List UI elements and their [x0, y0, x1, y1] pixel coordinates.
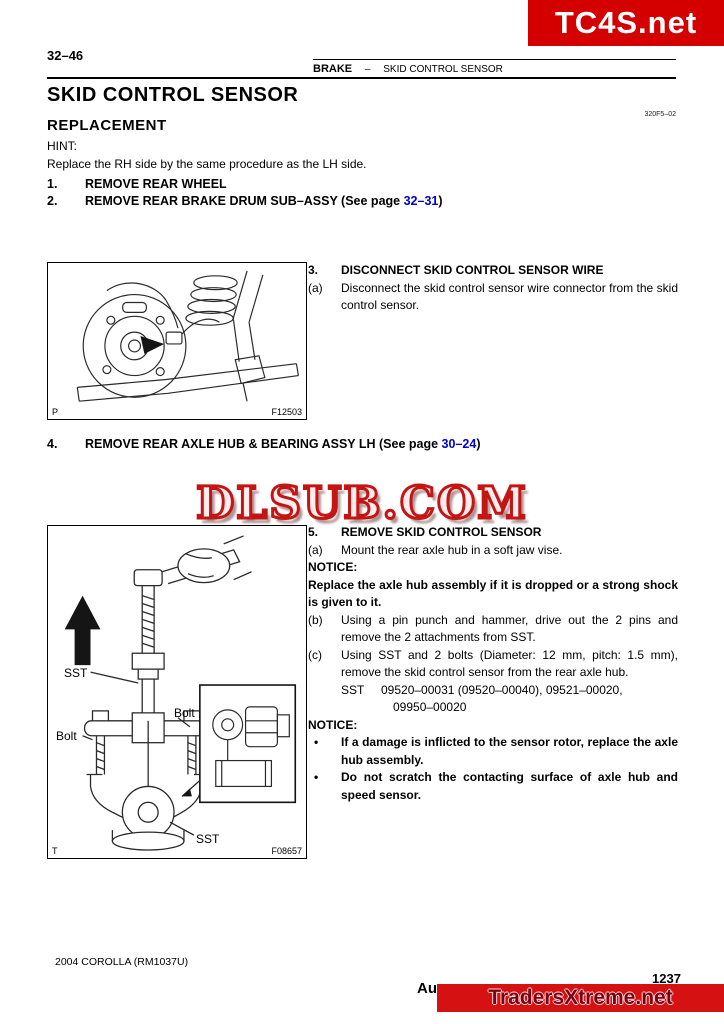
step-3a-label: (a) — [308, 280, 323, 295]
step-1-number: 1. — [47, 177, 58, 191]
figure2-label-sst-top: SST — [64, 666, 88, 680]
bottom-watermark-text: TradersXtreme.net — [488, 986, 673, 1009]
step-2-title: REMOVE REAR BRAKE DRUM SUB–ASSY (See pag… — [85, 194, 443, 208]
bullet-icon: • — [314, 735, 319, 749]
figure1-corner-label: P — [52, 407, 59, 417]
step-2-title-close: ) — [438, 194, 443, 208]
sst-codes-row: SST 09520–00031 (09520–00040), 09521–000… — [308, 682, 678, 700]
pointer-arrow-icon — [140, 336, 165, 354]
figure2-label-bolt-left: Bolt — [56, 729, 77, 743]
step-2-page-link[interactable]: 32–31 — [403, 194, 439, 208]
step-1-title: REMOVE REAR WHEEL — [85, 177, 227, 191]
step-5a-text: Mount the rear axle hub in a soft jaw vi… — [341, 542, 563, 557]
step-5: 5. REMOVE SKID CONTROL SENSOR — [308, 524, 678, 542]
header-subsection: SKID CONTROL SENSOR — [383, 64, 503, 75]
figure2-corner-label: T — [52, 846, 58, 856]
step-5b-label: (b) — [308, 612, 323, 627]
bottom-watermark-banner: TradersXtreme.net — [437, 984, 724, 1012]
sst-codes-line2: 09950–00020 — [393, 700, 467, 714]
notice-2-item-1: • If a damage is inflicted to the sensor… — [308, 734, 678, 769]
step-5-number: 5. — [308, 525, 319, 539]
top-watermark-text: TC4S.net — [554, 5, 698, 40]
figure-brake-assembly: P F12503 — [47, 262, 307, 420]
step-3-title: DISCONNECT SKID CONTROL SENSOR WIRE — [341, 263, 604, 277]
page-number: 1237 — [652, 971, 681, 986]
step-2-number: 2. — [47, 194, 58, 208]
step-5-block: 5. REMOVE SKID CONTROL SENSOR (a) Mount … — [308, 524, 678, 804]
notice-2-label: NOTICE: — [308, 717, 358, 732]
step-1: 1. REMOVE REAR WHEEL — [47, 177, 647, 191]
header-page-ref: 32–46 — [47, 48, 84, 63]
figure2-label-bolt-right: Bolt — [174, 706, 195, 720]
header-section: BRAKE — [313, 63, 353, 75]
notice-2-item-2-text: Do not scratch the contacting surface of… — [341, 770, 678, 802]
hint-label: HINT: — [47, 139, 77, 153]
step-4-number: 4. — [47, 437, 58, 451]
header-breadcrumb: BRAKE – SKID CONTROL SENSOR — [313, 63, 676, 75]
step-4-title-close: ) — [476, 437, 481, 451]
sst-label: SST — [341, 682, 365, 697]
procedure-title: REPLACEMENT — [47, 117, 167, 134]
footer-model-line: 2004 COROLLA (RM1037U) — [55, 956, 189, 968]
step-4-page-link[interactable]: 30–24 — [441, 437, 477, 451]
figure1-code: F12503 — [271, 407, 302, 417]
step-3a-text: Disconnect the skid control sensor wire … — [341, 280, 678, 313]
notice-2-item-1-text: If a damage is inflicted to the sensor r… — [341, 735, 678, 767]
hint-text: Replace the RH side by the same procedur… — [47, 157, 367, 171]
figure1-drawing — [76, 270, 299, 402]
step-4: 4. REMOVE REAR AXLE HUB & BEARING ASSY L… — [47, 437, 647, 451]
step-5a-label: (a) — [308, 542, 323, 557]
notice-1-text: Replace the axle hub assembly if it is d… — [308, 577, 678, 610]
step-5c-text: Using SST and 2 bolts (Diameter: 12 mm, … — [341, 647, 678, 680]
step-4-title: REMOVE REAR AXLE HUB & BEARING ASSY LH (… — [85, 437, 480, 451]
header-rule-bottom — [47, 77, 676, 79]
step-3: 3. DISCONNECT SKID CONTROL SENSOR WIRE — [308, 262, 678, 280]
partial-watermark-text: Au — [417, 980, 437, 997]
step-5a: (a) Mount the rear axle hub in a soft ja… — [308, 542, 678, 560]
header-rule-top — [313, 59, 676, 60]
step-5b-text: Using a pin punch and hammer, drive out … — [341, 612, 678, 645]
bullet-icon: • — [314, 770, 319, 784]
doc-code: 320F5–02 — [644, 111, 676, 118]
top-watermark-banner: TC4S.net — [528, 0, 724, 46]
notice-2-item-2: • Do not scratch the contacting surface … — [308, 769, 678, 804]
step-2-title-text: REMOVE REAR BRAKE DRUM SUB–ASSY (See pag… — [85, 194, 404, 208]
figure-sst-puller: SST Bolt Bolt SST T F08657 — [47, 525, 307, 859]
notice-1-label: NOTICE: — [308, 560, 358, 574]
figure2-drawing — [64, 535, 297, 851]
page-title: SKID CONTROL SENSOR — [47, 84, 299, 106]
up-arrow-icon — [64, 595, 101, 666]
step-5c: (c) Using SST and 2 bolts (Diameter: 12 … — [308, 647, 678, 682]
header-separator: – — [364, 64, 371, 75]
step-3-number: 3. — [308, 263, 319, 277]
step-5-title: REMOVE SKID CONTROL SENSOR — [341, 525, 542, 539]
sst-codes-line1: 09520–00031 (09520–00040), 09521–00020, — [381, 682, 623, 697]
step-3-block: 3. DISCONNECT SKID CONTROL SENSOR WIRE (… — [308, 262, 678, 315]
step-2: 2. REMOVE REAR BRAKE DRUM SUB–ASSY (See … — [47, 194, 647, 208]
step-5c-label: (c) — [308, 647, 322, 662]
center-watermark: DLSUB.COM — [195, 477, 528, 531]
figure2-inset — [181, 684, 297, 804]
step-5b: (b) Using a pin punch and hammer, drive … — [308, 612, 678, 647]
figure2-label-sst-bottom: SST — [196, 832, 220, 846]
step-3a: (a) Disconnect the skid control sensor w… — [308, 280, 678, 315]
step-4-title-text: REMOVE REAR AXLE HUB & BEARING ASSY LH (… — [85, 437, 442, 451]
figure2-code: F08657 — [271, 846, 302, 856]
